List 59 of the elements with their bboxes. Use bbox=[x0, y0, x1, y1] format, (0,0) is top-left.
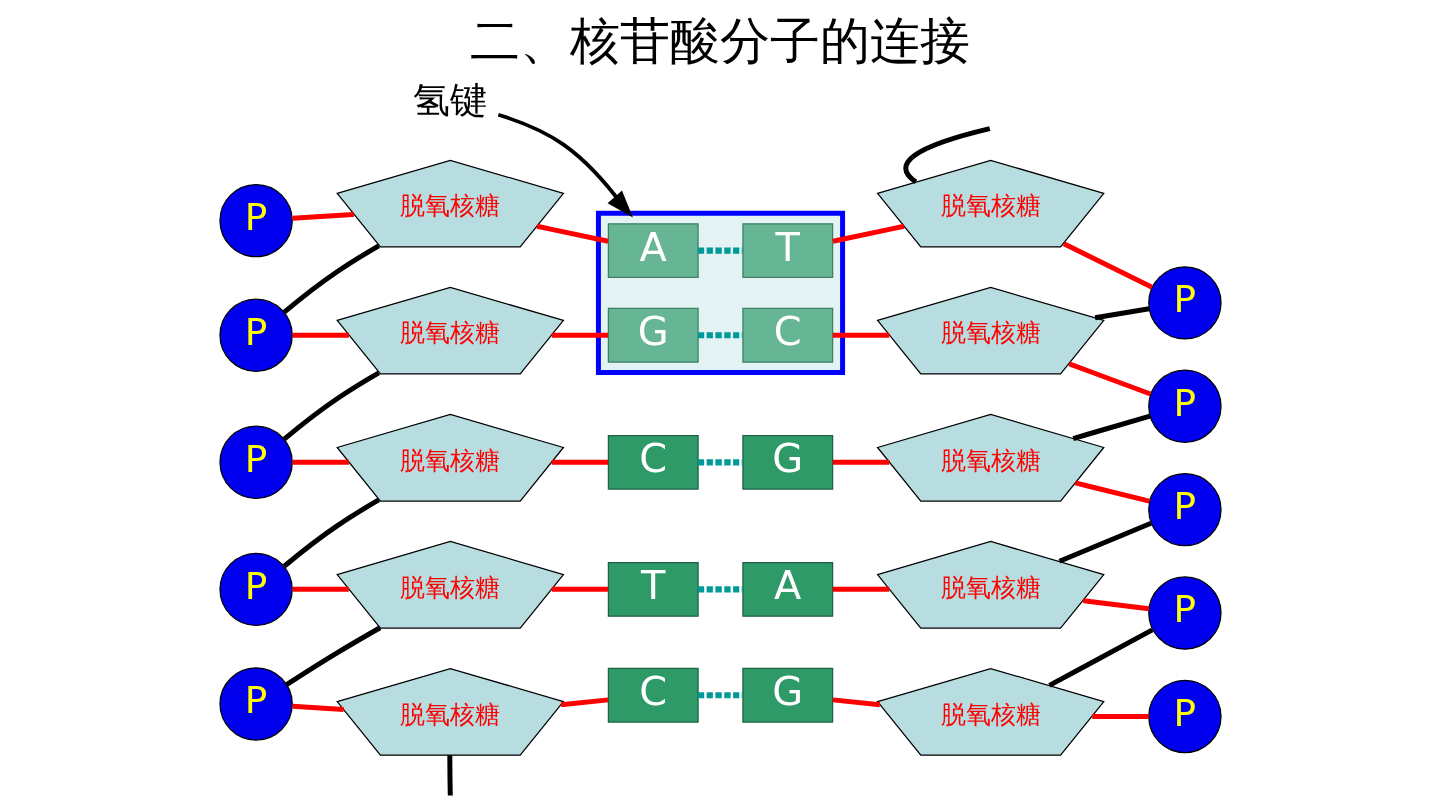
connector bbox=[292, 459, 349, 465]
connector bbox=[551, 459, 608, 465]
node-circle: P bbox=[1147, 576, 1222, 650]
connector bbox=[697, 586, 742, 593]
connector bbox=[902, 126, 990, 184]
connector bbox=[697, 692, 742, 699]
connector bbox=[1062, 241, 1153, 290]
connector bbox=[1091, 713, 1149, 719]
node-circle: P bbox=[1147, 369, 1222, 443]
connector bbox=[697, 459, 742, 466]
connector bbox=[1074, 480, 1150, 504]
node-circle: P bbox=[218, 298, 293, 372]
connector bbox=[1047, 627, 1153, 688]
connector bbox=[292, 586, 349, 592]
connector bbox=[1058, 520, 1152, 564]
connector bbox=[832, 586, 889, 592]
connector bbox=[1072, 413, 1151, 441]
connector bbox=[832, 223, 904, 244]
node-circle: P bbox=[218, 183, 293, 258]
connector bbox=[1068, 361, 1151, 397]
node-box: G bbox=[741, 667, 833, 723]
connector bbox=[1082, 598, 1149, 612]
node-box: C bbox=[607, 434, 699, 490]
connector bbox=[446, 755, 453, 796]
connector bbox=[697, 332, 742, 339]
connector bbox=[832, 697, 880, 708]
connector bbox=[282, 497, 380, 569]
node-box: T bbox=[741, 223, 833, 278]
node-box: T bbox=[607, 561, 699, 617]
node-circle: P bbox=[218, 667, 293, 741]
connector bbox=[551, 332, 608, 338]
node-box: G bbox=[741, 434, 833, 490]
connector bbox=[282, 243, 380, 315]
connector bbox=[832, 459, 889, 465]
node-box: G bbox=[607, 307, 699, 363]
connector bbox=[560, 697, 608, 708]
node-circle: P bbox=[1147, 472, 1222, 547]
node-box: C bbox=[741, 307, 833, 363]
connector bbox=[832, 332, 889, 338]
connector bbox=[291, 211, 354, 221]
arrow bbox=[497, 112, 633, 218]
node-circle: P bbox=[1147, 266, 1222, 340]
node-text: 氢键 bbox=[412, 77, 487, 122]
connector bbox=[292, 332, 349, 338]
cluster bbox=[595, 210, 845, 376]
node-box: A bbox=[741, 561, 833, 617]
node-box: C bbox=[607, 667, 699, 723]
node-circle: P bbox=[1147, 679, 1222, 754]
node-box: A bbox=[607, 223, 699, 278]
connector bbox=[1094, 306, 1150, 321]
connector bbox=[282, 370, 380, 442]
diagram-title: 二、核苷酸分子的连接 bbox=[470, 12, 970, 71]
connector bbox=[536, 223, 609, 244]
connector bbox=[697, 247, 742, 254]
node-circle: P bbox=[218, 552, 293, 627]
node-circle: P bbox=[218, 425, 293, 500]
connector bbox=[291, 703, 344, 713]
connector bbox=[551, 586, 608, 592]
connector bbox=[284, 625, 381, 687]
